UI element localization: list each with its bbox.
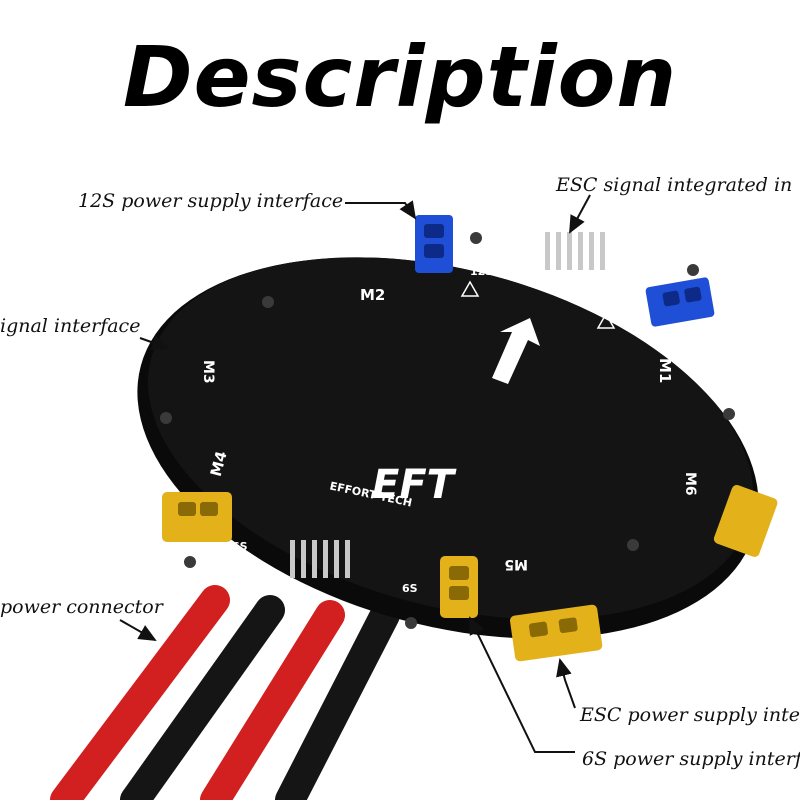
pdb-board <box>137 215 778 662</box>
page-title: Description <box>122 28 678 126</box>
callout-esc-power: ESC power supply inte <box>580 704 800 726</box>
red-wire <box>50 585 230 800</box>
xt30-blue-connector-12s-left <box>415 215 453 273</box>
red-wire <box>200 600 345 800</box>
callout-leaders <box>119 194 591 753</box>
label-12s-left: 12S <box>470 265 493 278</box>
callout-power-connector: power connector <box>0 596 163 618</box>
label-12s-right: 12S <box>616 302 639 315</box>
xt60-yellow-connector-m5 <box>510 604 603 662</box>
direction-arrow-icon <box>492 318 540 384</box>
black-wire <box>120 595 285 800</box>
xt30-blue-connector-12s-right <box>645 277 715 327</box>
black-wire <box>275 600 400 800</box>
mounting-holes <box>160 232 735 629</box>
esc-signal-pins-top <box>545 232 605 270</box>
xt60-yellow-connector-m6 <box>713 485 778 557</box>
label-6s-left: 6S <box>232 540 248 553</box>
power-wires <box>50 585 400 800</box>
callout-signal-interface: ignal interface <box>0 315 141 337</box>
label-m6: M6 <box>682 472 698 496</box>
brand-logo: EFT <box>372 462 457 508</box>
xt60-yellow-connector-6s <box>440 556 478 618</box>
label-6s-right: 6S <box>402 582 418 595</box>
label-m3: M3 <box>200 360 216 384</box>
board-top <box>148 257 754 620</box>
warning-triangle-icon <box>460 280 616 329</box>
callout-12s-power: 12S power supply interface <box>78 190 344 212</box>
callout-6s-power: 6S power supply interf <box>582 748 800 770</box>
label-m4: M4 <box>207 449 231 478</box>
label-m2: M2 <box>360 286 385 304</box>
callout-esc-signal: ESC signal integrated in <box>556 174 793 196</box>
label-m5: M5 <box>504 556 528 572</box>
esc-signal-pins-bottom <box>290 540 350 578</box>
label-m1: M1 <box>656 358 674 383</box>
xt60-yellow-connector-m4 <box>162 492 232 542</box>
